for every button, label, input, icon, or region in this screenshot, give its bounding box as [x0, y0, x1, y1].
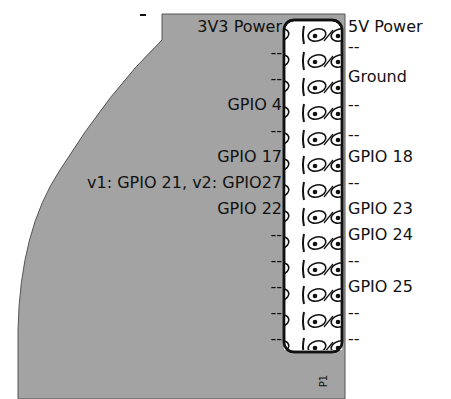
right-pin-label: GPIO 23 [348, 200, 413, 218]
left-pin-label: -- [270, 122, 282, 140]
right-pin-label: -- [348, 174, 360, 192]
right-pin-label: GPIO 24 [348, 226, 413, 244]
header-name: P1 [315, 375, 333, 387]
right-pin-label: -- [348, 304, 360, 322]
right-pin-label: -- [348, 252, 360, 270]
left-pin-label: GPIO 22 [217, 200, 282, 218]
left-pin-label: -- [270, 304, 282, 322]
left-pin-label: -- [270, 278, 282, 296]
left-pin-label: -- [270, 252, 282, 270]
left-pin-label: -- [270, 226, 282, 244]
right-pin-label: -- [348, 96, 360, 114]
left-pin-label: -- [270, 330, 282, 348]
right-pin-label: -- [348, 38, 360, 56]
left-pin-label: 3V3 Power [197, 18, 282, 36]
right-pin-label: GPIO 25 [348, 278, 413, 296]
left-pin-label: -- [270, 44, 282, 62]
left-pin-label: -- [270, 70, 282, 88]
right-pin-label: -- [348, 126, 360, 144]
left-pin-label: GPIO 4 [227, 96, 282, 114]
right-pin-label: Ground [348, 68, 407, 86]
left-pin-label: v1: GPIO 21, v2: GPIO27 [87, 174, 282, 192]
right-pin-label: GPIO 18 [348, 148, 413, 166]
right-pin-label: 5V Power [348, 18, 423, 36]
right-pin-label: -- [348, 330, 360, 348]
left-pin-label: GPIO 17 [217, 148, 282, 166]
